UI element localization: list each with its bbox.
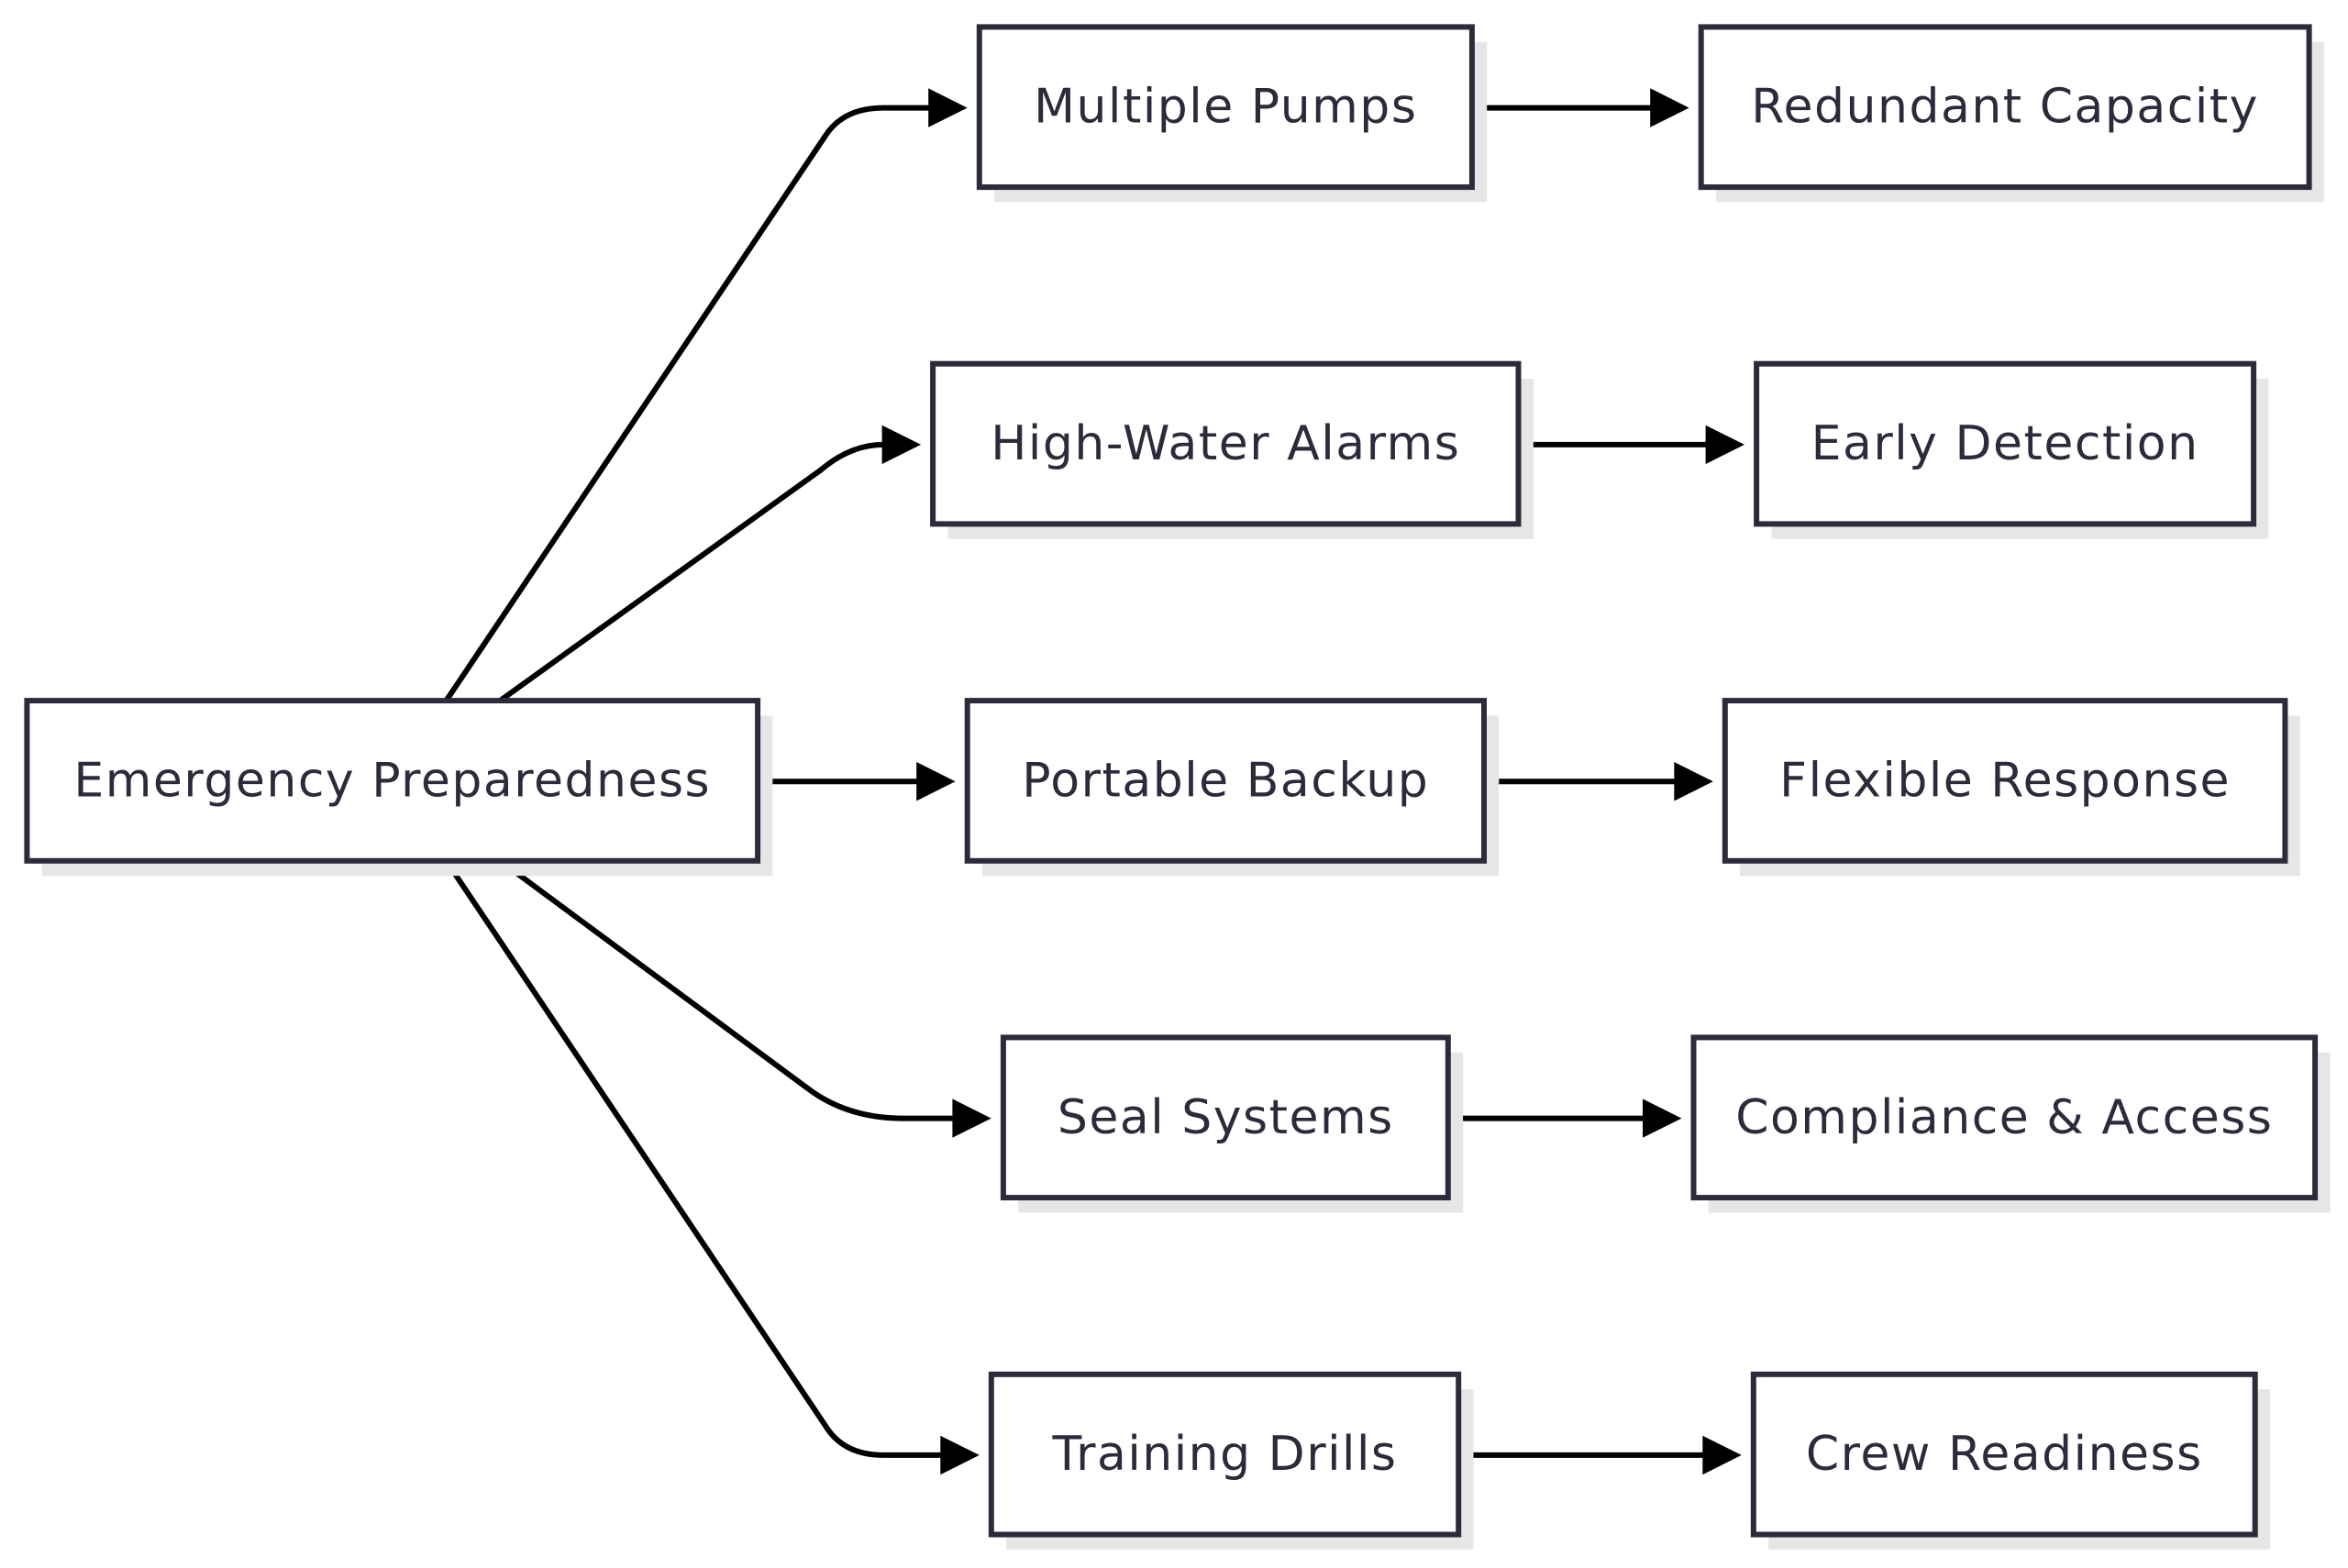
node-emergency: Emergency Preparedness [24, 698, 773, 877]
edges-layer [444, 88, 1744, 1475]
node-box [964, 698, 1487, 864]
edge-emergency-to-backup [758, 762, 956, 801]
arrowhead-icon [952, 1099, 991, 1138]
edge-seal-to-compliance [1447, 1099, 1682, 1138]
nodes-layer: Emergency Preparedness Multiple PumpsHigh… [24, 24, 2331, 1550]
edge-emergency-to-alarms [498, 425, 922, 703]
node-box [1690, 1034, 2319, 1201]
arrowhead-icon [881, 425, 922, 465]
node-box [1750, 1371, 2258, 1538]
edge-drills-to-readiness [1458, 1435, 1742, 1475]
node-response: Flexible Response [1722, 698, 2300, 877]
edge-line [444, 859, 944, 1458]
edge-pumps-to-capacity [1471, 88, 1689, 127]
node-box [988, 1371, 1462, 1538]
node-label: Crew Readiness [1806, 1427, 2203, 1482]
node-box [1000, 1034, 1451, 1201]
node-box [1698, 24, 2312, 191]
node-capacity: Redundant Capacity [1698, 24, 2324, 203]
node-label: Early Detection [1811, 416, 2199, 471]
node-readiness: Crew Readiness [1750, 1371, 2271, 1550]
node-label: Training Drills [1051, 1427, 1397, 1482]
node-compliance: Compliance & Access [1690, 1034, 2331, 1213]
edge-backup-to-response [1484, 762, 1713, 801]
node-alarms: High-Water Alarms [930, 360, 1534, 539]
arrowhead-icon [1702, 1435, 1742, 1475]
edge-line [498, 858, 956, 1121]
node-label: Compliance & Access [1735, 1090, 2273, 1145]
node-label: Redundant Capacity [1751, 80, 2259, 135]
node-drills: Training Drills [988, 1371, 1474, 1550]
node-label: Portable Backup [1022, 753, 1429, 808]
node-box [976, 24, 1475, 191]
arrowhead-icon [916, 762, 956, 801]
node-pumps: Multiple Pumps [976, 24, 1488, 203]
node-seal: Seal Systems [1000, 1034, 1464, 1213]
edge-line [498, 441, 887, 703]
node-backup: Portable Backup [964, 698, 1500, 877]
node-detection: Early Detection [1754, 360, 2269, 539]
node-label: Flexible Response [1779, 753, 2231, 808]
edge-emergency-to-seal [498, 858, 991, 1138]
edge-emergency-to-drills [444, 859, 980, 1475]
edge-emergency-to-pumps [444, 88, 968, 702]
arrowhead-icon [940, 1435, 980, 1475]
node-box [1754, 360, 2257, 527]
node-label: Seal Systems [1058, 1090, 1394, 1145]
arrowhead-icon [928, 88, 968, 127]
arrowhead-icon [1674, 762, 1713, 801]
node-box [24, 698, 761, 864]
node-box [1722, 698, 2288, 864]
edge-line [444, 105, 932, 702]
node-label: High-Water Alarms [991, 416, 1460, 471]
edge-alarms-to-detection [1518, 425, 1744, 465]
node-label: Emergency Preparedness [73, 753, 711, 808]
arrowhead-icon [1643, 1099, 1682, 1138]
node-box [930, 360, 1522, 527]
node-label: Multiple Pumps [1034, 80, 1417, 135]
arrowhead-icon [1705, 425, 1744, 465]
arrowhead-icon [1650, 88, 1689, 127]
